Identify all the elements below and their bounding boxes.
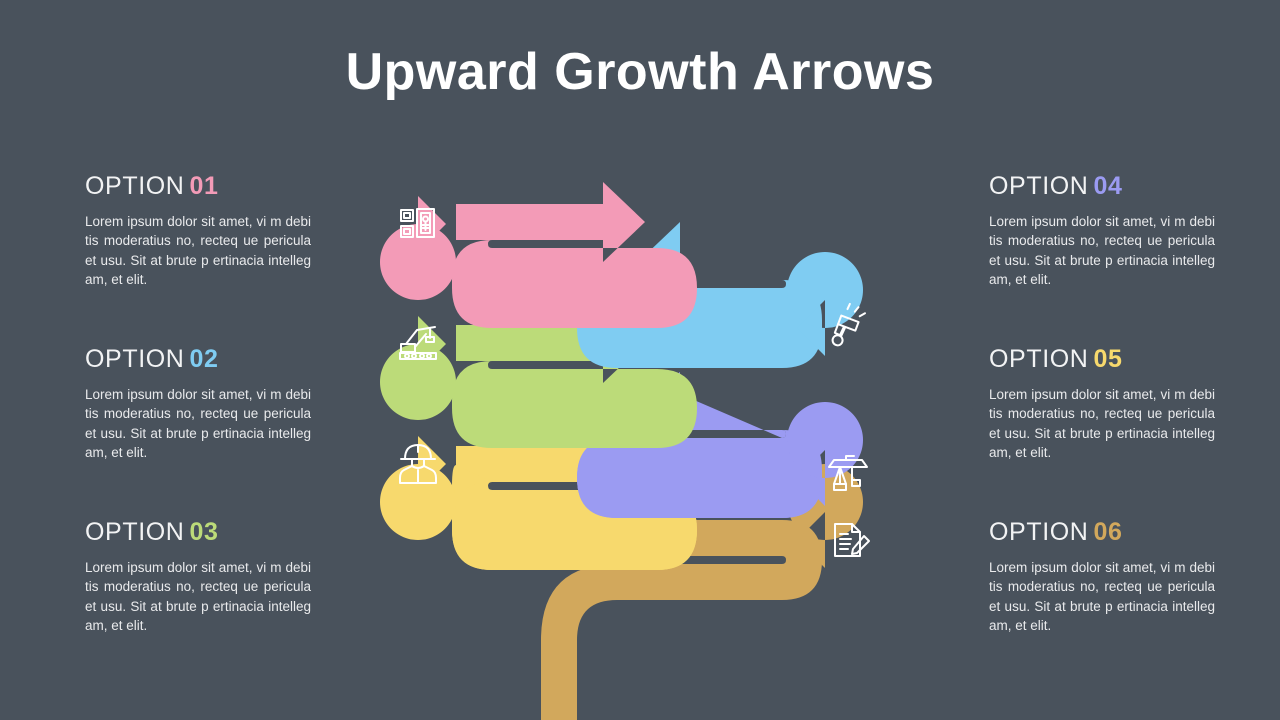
- option-number-02: 02: [189, 345, 219, 373]
- option-label-05: OPTION: [989, 345, 1089, 373]
- option-label-04: OPTION: [989, 172, 1089, 200]
- option-label-01: OPTION: [85, 172, 185, 200]
- option-body-06: Lorem ipsum dolor sit amet, vi m debitis…: [989, 560, 1215, 634]
- green-badge[interactable]: [379, 316, 456, 421]
- option-body-02: Lorem ipsum dolor sit amet, vi m debitis…: [85, 387, 311, 461]
- option-number-04: 04: [1093, 172, 1123, 200]
- option-number-01: 01: [189, 172, 219, 200]
- upward-growth-arrows-diagram: [370, 140, 910, 720]
- option-number-06: 06: [1093, 518, 1123, 546]
- option-body-05: Lorem ipsum dolor sit amet, vi m debitis…: [989, 387, 1215, 461]
- option-body-01: Lorem ipsum dolor sit amet, vi m debitis…: [85, 214, 311, 288]
- option-body-03: Lorem ipsum dolor sit amet, vi m debitis…: [85, 560, 311, 634]
- page-title: Upward Growth Arrows: [345, 43, 935, 101]
- pink-badge[interactable]: [379, 196, 456, 300]
- band-pink[interactable]: [379, 182, 697, 328]
- tan-arrow-path: [541, 498, 822, 720]
- option-number-05: 05: [1093, 345, 1123, 373]
- option-number-03: 03: [189, 518, 219, 546]
- yellow-badge[interactable]: [379, 436, 456, 540]
- blue-arrow-path: [577, 222, 822, 368]
- option-body-04: Lorem ipsum dolor sit amet, vi m debitis…: [989, 214, 1215, 288]
- purple-badge[interactable]: [787, 402, 864, 506]
- blue-badge[interactable]: [787, 252, 864, 356]
- option-label-03: OPTION: [85, 518, 185, 546]
- option-label-02: OPTION: [85, 345, 185, 373]
- option-label-06: OPTION: [989, 518, 1089, 546]
- purple-arrow-shape: [577, 372, 822, 518]
- pink-arrow-path: [452, 182, 697, 328]
